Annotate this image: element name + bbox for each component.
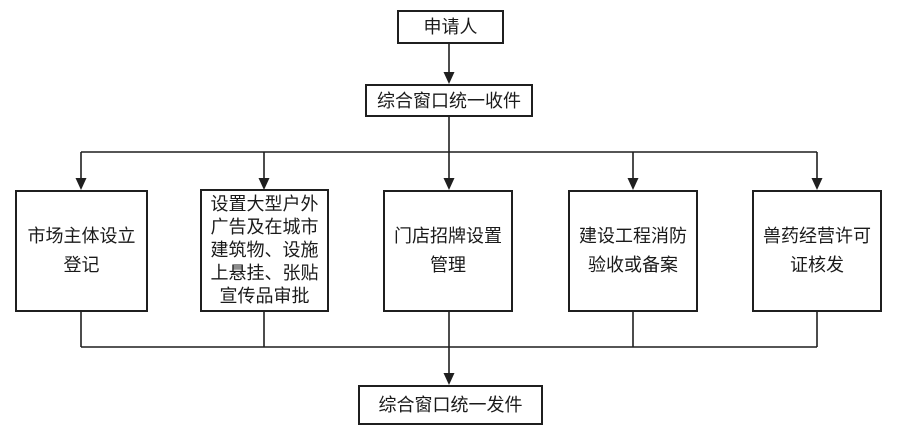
arrowhead-down-icon <box>443 178 455 190</box>
arrowhead-down-icon <box>443 72 455 84</box>
arrowhead-down-icon <box>75 178 87 190</box>
node-outdoor-advertising-approval: 设置大型户外 广告及在城市 建筑物、设施 上悬挂、张贴 宣传品审批 <box>200 189 329 312</box>
arrowhead-down-icon <box>627 178 639 190</box>
node-applicant: 申请人 <box>397 10 504 44</box>
arrowhead-down-icon <box>443 373 455 385</box>
arrowhead-down-icon <box>258 178 270 190</box>
node-veterinary-drug-license: 兽药经营许可 证核发 <box>752 190 882 312</box>
node-intake-window: 综合窗口统一收件 <box>365 84 533 117</box>
arrowhead-down-icon <box>811 178 823 190</box>
edge-applicant-intake <box>443 44 455 84</box>
node-output-window: 综合窗口统一发件 <box>358 385 543 425</box>
node-market-entity-registration: 市场主体设立 登记 <box>15 190 148 312</box>
edge-intake-fanout <box>75 117 823 190</box>
node-shop-sign-management: 门店招牌设置 管理 <box>383 190 513 312</box>
node-fire-inspection-filing: 建设工程消防 验收或备案 <box>568 190 698 312</box>
edge-fanin-output <box>80 312 818 385</box>
